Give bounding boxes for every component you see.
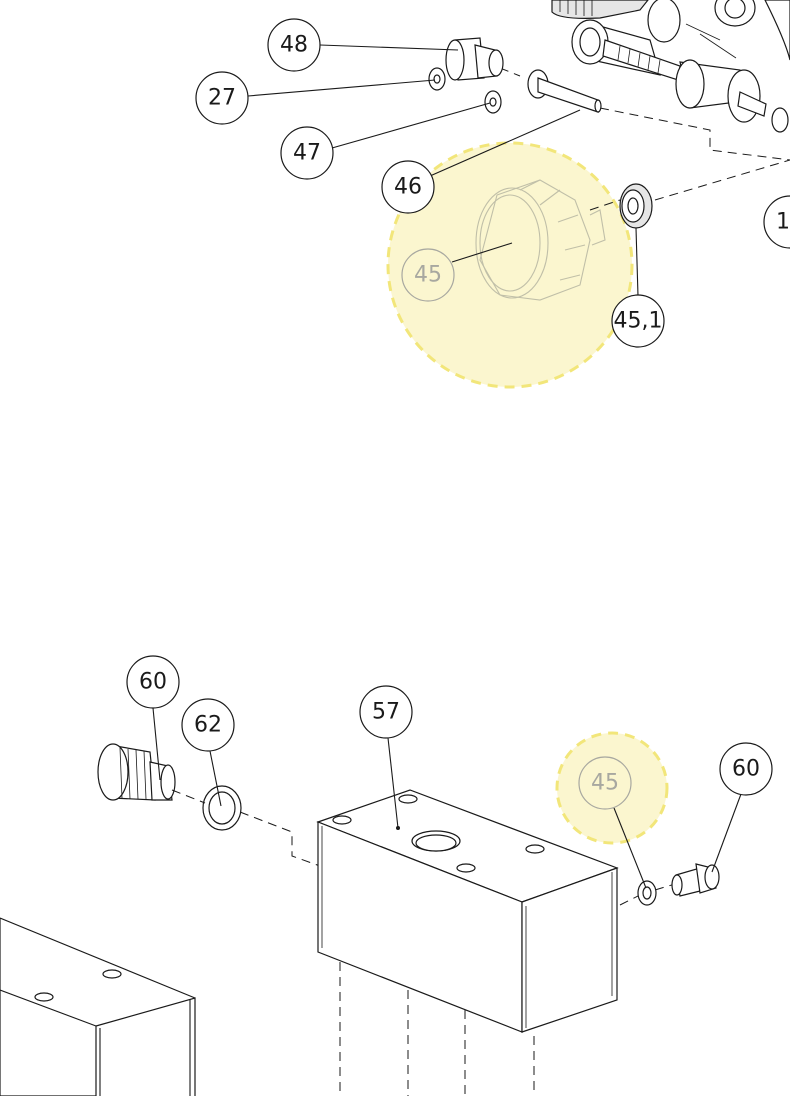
svg-text:27: 27 bbox=[208, 86, 236, 111]
balloon-48: 48 bbox=[267, 18, 459, 72]
part-57-block bbox=[316, 789, 619, 1033]
svg-text:60: 60 bbox=[732, 757, 760, 782]
part-46-pin bbox=[527, 69, 602, 113]
part-60-plug-left bbox=[97, 743, 176, 801]
svg-text:47: 47 bbox=[293, 141, 321, 166]
balloon-45-1: 45,1 bbox=[611, 227, 665, 348]
balloon-60-right: 60 bbox=[711, 742, 773, 873]
svg-text:48: 48 bbox=[280, 33, 308, 58]
balloon-62: 62 bbox=[181, 698, 235, 807]
svg-text:45,1: 45,1 bbox=[614, 309, 663, 334]
balloon-57: 57 bbox=[359, 685, 413, 829]
balloon-60-left: 60 bbox=[126, 655, 180, 781]
part-45-knob bbox=[475, 179, 606, 301]
balloon-27: 27 bbox=[195, 71, 436, 125]
part-47-washer bbox=[484, 90, 502, 114]
svg-text:1: 1 bbox=[776, 210, 790, 235]
highlight-zone-part-45-bottom bbox=[555, 731, 669, 845]
part-27-washer bbox=[428, 67, 446, 91]
balloon-46: 46 bbox=[381, 109, 581, 214]
balloon-47: 47 bbox=[280, 102, 491, 180]
part-45-1-seal bbox=[619, 183, 653, 229]
left-housing-block bbox=[0, 917, 196, 1096]
balloon-45-bottom: 45 bbox=[578, 756, 647, 889]
svg-text:45: 45 bbox=[414, 263, 442, 288]
svg-text:45: 45 bbox=[591, 771, 619, 796]
part-45-washer-bottom bbox=[637, 880, 657, 906]
svg-text:46: 46 bbox=[394, 175, 422, 200]
highlight-zone-part-45-top bbox=[386, 141, 634, 389]
part-62-oring bbox=[202, 785, 242, 831]
part-60-screw-right bbox=[671, 863, 720, 897]
upper-mechanism-assembly bbox=[551, 0, 790, 133]
balloon-1: 1 bbox=[763, 195, 790, 249]
balloon-45-top: 45 bbox=[401, 242, 513, 302]
svg-text:62: 62 bbox=[194, 713, 222, 738]
svg-text:60: 60 bbox=[139, 670, 167, 695]
svg-text:57: 57 bbox=[372, 700, 400, 725]
part-48-plug bbox=[445, 37, 504, 81]
